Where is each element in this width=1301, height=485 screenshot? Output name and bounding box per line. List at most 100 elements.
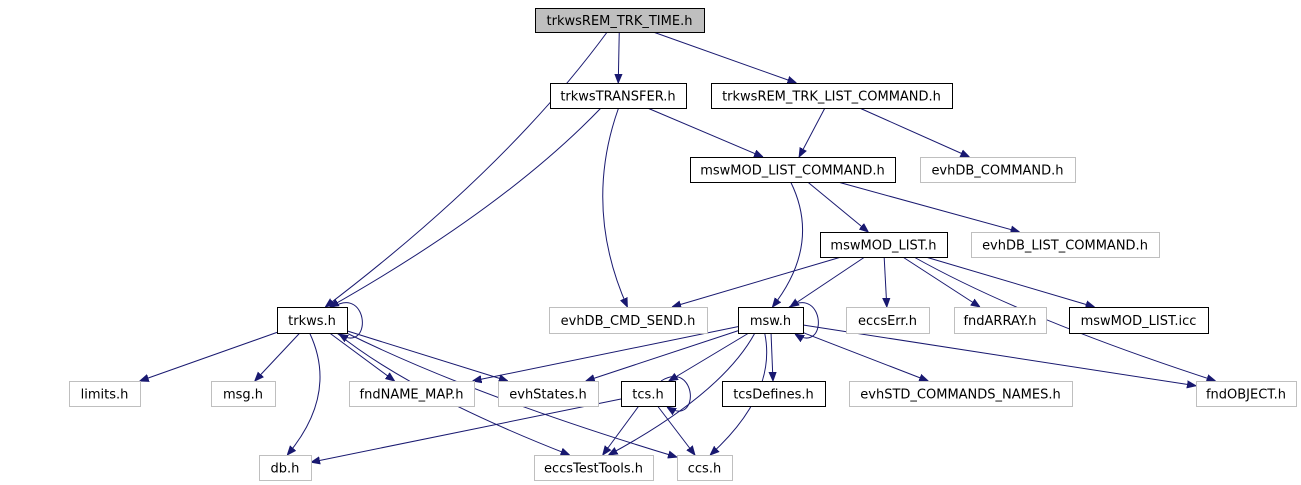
edge-transfer-to-evhdbcmdsend xyxy=(602,107,628,307)
edge-transfer-to-modlistcmd xyxy=(647,107,763,157)
node-box xyxy=(211,381,276,407)
node-box xyxy=(846,307,930,334)
node-box xyxy=(738,307,804,334)
node-msw-h[interactable]: msw.h xyxy=(738,307,804,334)
node-box xyxy=(535,8,705,33)
node-label: evhDB_LIST_COMMAND.h xyxy=(982,239,1148,254)
node-ccs-h: ccs.h xyxy=(677,455,733,481)
edge-msw-to-evhstates xyxy=(586,330,739,381)
node-label: mswMOD_LIST_COMMAND.h xyxy=(700,164,885,179)
edge-remtrklist-to-evhdbcmd xyxy=(859,107,970,157)
edge-msw-to-tcs xyxy=(669,332,750,381)
node-label: evhStates.h xyxy=(509,388,587,403)
edge-trkws-to-limits xyxy=(140,331,278,381)
edge-root-to-remtrklist xyxy=(653,31,796,83)
node-box xyxy=(621,381,676,407)
node-mswmod-list-icc[interactable]: mswMOD_LIST.icc xyxy=(1069,307,1209,334)
edge-transfer-to-trkws xyxy=(330,107,602,307)
node-mswmod-list-command-h[interactable]: mswMOD_LIST_COMMAND.h xyxy=(690,157,896,183)
node-box xyxy=(277,307,348,334)
node-label: trkwsREM_TRK_TIME.h xyxy=(547,14,693,29)
edge-tcs-to-db xyxy=(311,398,622,462)
node-label: fndNAME_MAP.h xyxy=(360,388,464,403)
edge-msw-to-tcsdefines xyxy=(771,332,773,381)
node-trkwsrem-trk-time-h[interactable]: trkwsREM_TRK_TIME.h xyxy=(535,8,705,33)
node-label: tcs.h xyxy=(632,388,663,403)
edge-root-to-trkws xyxy=(325,31,608,307)
node-eccstesttools-h: eccsTestTools.h xyxy=(534,455,654,481)
node-tcsdefines-h[interactable]: tcsDefines.h xyxy=(722,381,826,407)
edge-trkws-to-trkws xyxy=(332,302,363,338)
node-db-h: db.h xyxy=(259,455,312,481)
edge-msw-to-evhstdcmdnames xyxy=(802,332,928,381)
edge-modlist-to-eccserr xyxy=(884,256,887,307)
node-box xyxy=(1069,307,1209,334)
node-label: trkwsREM_TRK_LIST_COMMAND.h xyxy=(722,90,941,105)
node-box xyxy=(498,381,599,407)
edge-modlist-to-evhdbcmdsend xyxy=(672,256,842,307)
edge-remtrklist-to-modlistcmd xyxy=(799,107,826,157)
node-box xyxy=(1196,381,1297,407)
edge-trkws-to-evhstates xyxy=(346,330,508,381)
edge-modlist-to-modlisticc xyxy=(925,256,1095,307)
node-label: trkwsTRANSFER.h xyxy=(560,90,675,105)
edge-modlist-to-fndarray xyxy=(902,256,980,307)
node-eccserr-h: eccsErr.h xyxy=(846,307,930,334)
node-limits-h: limits.h xyxy=(69,381,141,407)
node-evhdb-cmd-send-h: evhDB_CMD_SEND.h xyxy=(549,307,708,334)
edge-tcs-to-eccstesttools xyxy=(603,405,640,455)
node-box xyxy=(259,455,312,481)
edge-msw-to-fndobject xyxy=(802,324,1196,386)
edge-modlistcmd-to-msw xyxy=(772,181,804,307)
node-tcs-h[interactable]: tcs.h xyxy=(621,381,676,407)
node-label: mswMOD_LIST.h xyxy=(830,239,936,254)
node-label: fndOBJECT.h xyxy=(1206,388,1286,403)
node-label: evhSTD_COMMANDS_NAMES.h xyxy=(860,388,1060,403)
edge-msw-to-eccstesttools xyxy=(609,332,756,455)
node-evhdb-command-h: evhDB_COMMAND.h xyxy=(920,157,1076,183)
node-label: eccsErr.h xyxy=(858,314,917,329)
node-box xyxy=(349,381,475,407)
node-box xyxy=(849,381,1073,407)
edge-tcs-to-ccs xyxy=(657,405,695,455)
node-trkwsrem-trk-list-command-h[interactable]: trkwsREM_TRK_LIST_COMMAND.h xyxy=(711,83,953,109)
node-fndname-map-h: fndNAME_MAP.h xyxy=(349,381,475,407)
node-box xyxy=(690,157,896,183)
node-box xyxy=(550,83,687,109)
node-evhstd-commands-names-h: evhSTD_COMMANDS_NAMES.h xyxy=(849,381,1073,407)
node-box xyxy=(69,381,141,407)
node-box xyxy=(954,307,1047,334)
node-fndarray-h: fndARRAY.h xyxy=(954,307,1047,334)
node-label: limits.h xyxy=(81,388,129,403)
edge-trkws-to-fndnamemap xyxy=(329,332,395,381)
edge-trkws-to-ccs xyxy=(346,332,677,457)
edge-modlistcmd-to-modlist xyxy=(807,181,869,232)
node-box xyxy=(549,307,708,334)
node-label: tcsDefines.h xyxy=(733,388,814,403)
edge-trkws-to-msg xyxy=(255,332,301,381)
node-label: eccsTestTools.h xyxy=(544,462,643,477)
edge-trkws-to-db xyxy=(287,332,321,455)
node-label: evhDB_CMD_SEND.h xyxy=(561,314,696,329)
node-evhdb-list-command-h: evhDB_LIST_COMMAND.h xyxy=(971,232,1160,258)
edge-tcs-to-tcs xyxy=(660,376,691,411)
node-label: evhDB_COMMAND.h xyxy=(931,164,1063,179)
node-box xyxy=(677,455,733,481)
nodes-layer: trkwsREM_TRK_TIME.h trkwsTRANSFER.h trkwsR… xyxy=(69,8,1297,481)
node-label: fndARRAY.h xyxy=(963,314,1036,329)
edge-msw-to-fndnamemap xyxy=(473,326,739,381)
node-fndobject-h: fndOBJECT.h xyxy=(1196,381,1297,407)
node-label: msg.h xyxy=(223,388,263,403)
node-box xyxy=(920,157,1076,183)
node-label: db.h xyxy=(271,462,300,477)
edge-modlistcmd-to-evhdblistcmd xyxy=(837,181,1020,232)
node-mswmod-list-h[interactable]: mswMOD_LIST.h xyxy=(820,232,948,258)
node-trkwstransfer-h[interactable]: trkwsTRANSFER.h xyxy=(550,83,687,109)
node-trkws-h[interactable]: trkws.h xyxy=(277,307,348,334)
node-msg-h: msg.h xyxy=(211,381,276,407)
edge-msw-to-msw xyxy=(788,302,819,338)
node-box xyxy=(971,232,1160,258)
node-label: mswMOD_LIST.icc xyxy=(1081,314,1197,329)
node-label: msw.h xyxy=(750,314,791,329)
